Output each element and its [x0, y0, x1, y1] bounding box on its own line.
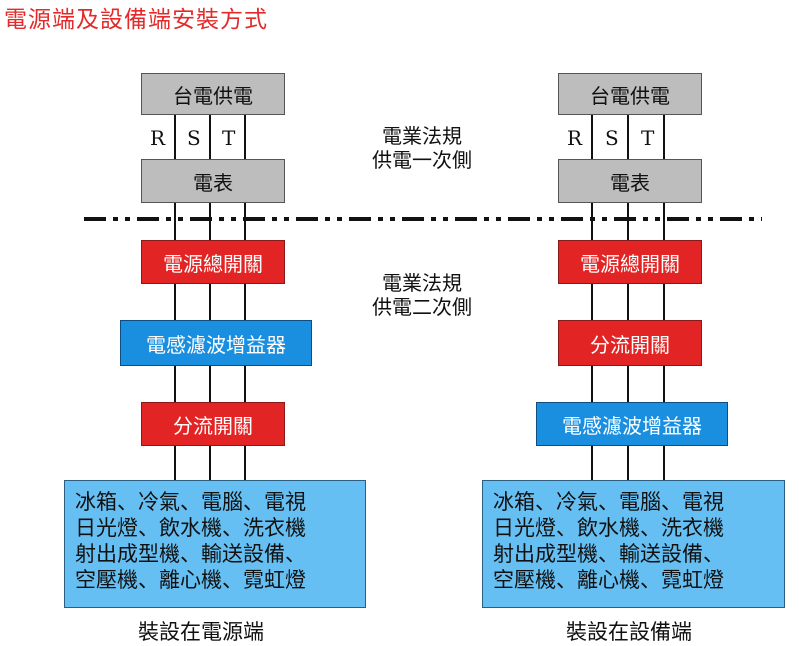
left-phase-s: S	[187, 126, 201, 150]
right-load-line: 冰箱、冷氣、電腦、電視	[493, 490, 724, 514]
left-load-line: 日光燈、飲水機、洗衣機	[75, 516, 306, 540]
left-load-line: 空壓機、離心機、霓虹燈	[75, 568, 306, 592]
right-main-switch-box: 電源總開關	[558, 240, 702, 284]
left-caption: 裝設在電源端	[138, 620, 264, 644]
right-filter-box: 電感濾波增益器	[536, 402, 728, 446]
right-load-line: 空壓機、離心機、霓虹燈	[493, 568, 724, 592]
secondary-note-line: 供電二次側	[372, 295, 472, 319]
left-meter-box: 電表	[141, 159, 285, 203]
left-phase-r: R	[150, 126, 166, 150]
secondary-side-note: 電業法規 供電二次側	[342, 271, 502, 319]
primary-note-line: 電業法規	[382, 124, 462, 148]
right-load-line: 日光燈、飲水機、洗衣機	[493, 516, 724, 540]
left-load-line: 冰箱、冷氣、電腦、電視	[75, 490, 306, 514]
right-loads-box: 冰箱、冷氣、電腦、電視 日光燈、飲水機、洗衣機 射出成型機、輸送設備、 空壓機、…	[482, 480, 785, 608]
left-loads-box: 冰箱、冷氣、電腦、電視 日光燈、飲水機、洗衣機 射出成型機、輸送設備、 空壓機、…	[64, 480, 366, 608]
right-phase-s: S	[605, 126, 619, 150]
diagram-title: 電源端及設備端安裝方式	[4, 7, 268, 33]
left-branch-switch-box: 分流開關	[141, 402, 285, 446]
primary-side-note: 電業法規 供電一次側	[342, 124, 502, 172]
left-main-switch-box: 電源總開關	[141, 240, 285, 284]
right-phase-r: R	[567, 126, 583, 150]
primary-note-line: 供電一次側	[372, 148, 472, 172]
secondary-note-line: 電業法規	[382, 271, 462, 295]
left-filter-box: 電感濾波增益器	[120, 320, 312, 366]
left-supply-box: 台電供電	[141, 73, 285, 115]
left-load-line: 射出成型機、輸送設備、	[75, 542, 306, 566]
right-meter-box: 電表	[558, 159, 702, 203]
right-supply-box: 台電供電	[558, 73, 702, 115]
left-phase-t: T	[222, 126, 236, 150]
right-phase-t: T	[641, 126, 655, 150]
right-load-line: 射出成型機、輸送設備、	[493, 542, 724, 566]
right-branch-switch-box: 分流開關	[558, 320, 702, 366]
right-caption: 裝設在設備端	[566, 620, 692, 644]
